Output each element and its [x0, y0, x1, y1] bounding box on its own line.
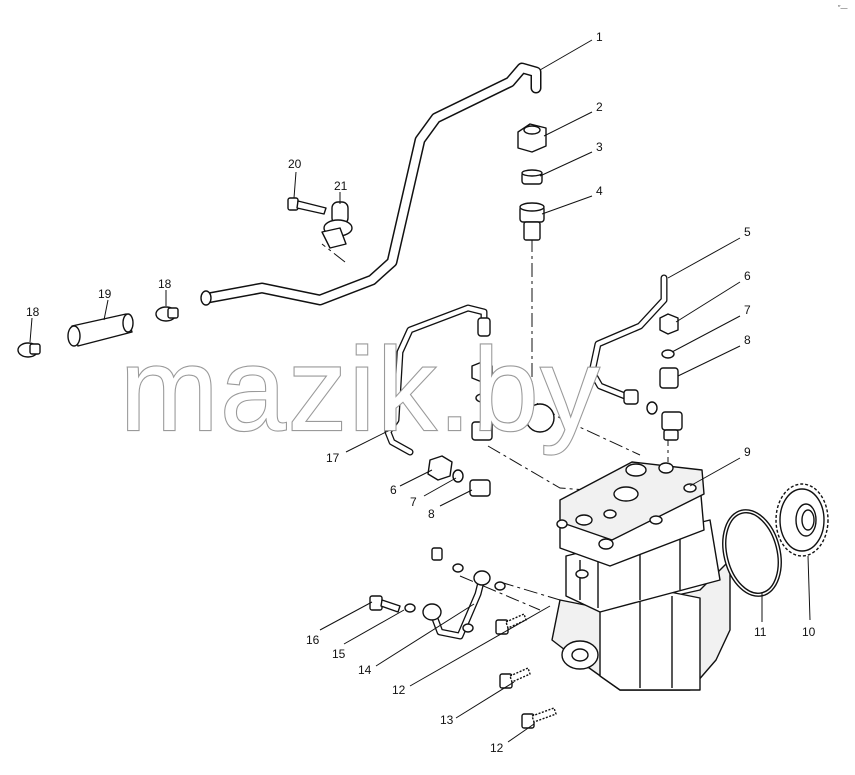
callout-labels: 1 2 3 4 5 6 7 8 9 10 11 12 12 13 14 15 1…: [26, 30, 816, 755]
callout-6: 6: [744, 269, 751, 283]
bolt-12-bottom: [521, 707, 557, 729]
callout-14: 14: [358, 663, 372, 677]
callout-11: 11: [754, 625, 767, 639]
gear-10: [775, 483, 829, 557]
bolt-13: [499, 667, 531, 689]
callout-15: 15: [332, 647, 346, 661]
callout-13: 13: [440, 713, 454, 727]
callout-18-left: 18: [26, 305, 40, 319]
callout-7-left: 7: [410, 495, 417, 509]
callout-12-b: 12: [490, 741, 504, 755]
callout-9: 9: [744, 445, 751, 459]
bolt-12-top: [495, 613, 527, 635]
compressor-assembly: [525, 403, 731, 691]
watermark-text: mazik.by: [120, 324, 602, 456]
callout-21: 21: [334, 179, 348, 193]
leader-lines: [29, 39, 811, 743]
callout-18-right: 18: [158, 277, 172, 291]
callout-6-left: 6: [390, 483, 397, 497]
right-fittings-6-7-8: [659, 313, 683, 441]
fitting-nut-2: [517, 123, 547, 153]
callout-20: 20: [288, 157, 302, 171]
long-air-pipe: [200, 62, 542, 306]
callout-5: 5: [744, 225, 751, 239]
center-fittings: [471, 361, 493, 441]
bracket-21: [321, 201, 353, 249]
fitting-union-4: [519, 202, 545, 241]
left-fittings-6-7-8: [427, 455, 491, 497]
callout-1: 1: [596, 30, 603, 44]
left-small-pipe: [384, 304, 491, 456]
callout-17: 17: [326, 451, 340, 465]
callout-4: 4: [596, 184, 603, 198]
oil-line-14: [422, 547, 506, 640]
callout-8: 8: [744, 333, 751, 347]
hose-19: [67, 313, 134, 347]
callout-19: 19: [98, 287, 112, 301]
gasket-11: [722, 509, 782, 597]
callout-10: 10: [802, 625, 816, 639]
fitting-ring-3: [521, 169, 543, 185]
right-small-pipe: [588, 274, 668, 415]
corner-mark: ″—: [838, 5, 847, 12]
callout-2: 2: [596, 100, 603, 114]
callout-7: 7: [744, 303, 751, 317]
clamp-18-right: [155, 306, 179, 322]
banjo-bolt-16: [369, 595, 416, 613]
callout-3: 3: [596, 140, 603, 154]
pipe-end-ellipse: [200, 290, 212, 306]
callout-8-left: 8: [428, 507, 435, 521]
bolt-20: [287, 197, 327, 215]
callout-16: 16: [306, 633, 320, 647]
clamp-18-left: [17, 342, 41, 358]
callout-12-a: 12: [392, 683, 406, 697]
